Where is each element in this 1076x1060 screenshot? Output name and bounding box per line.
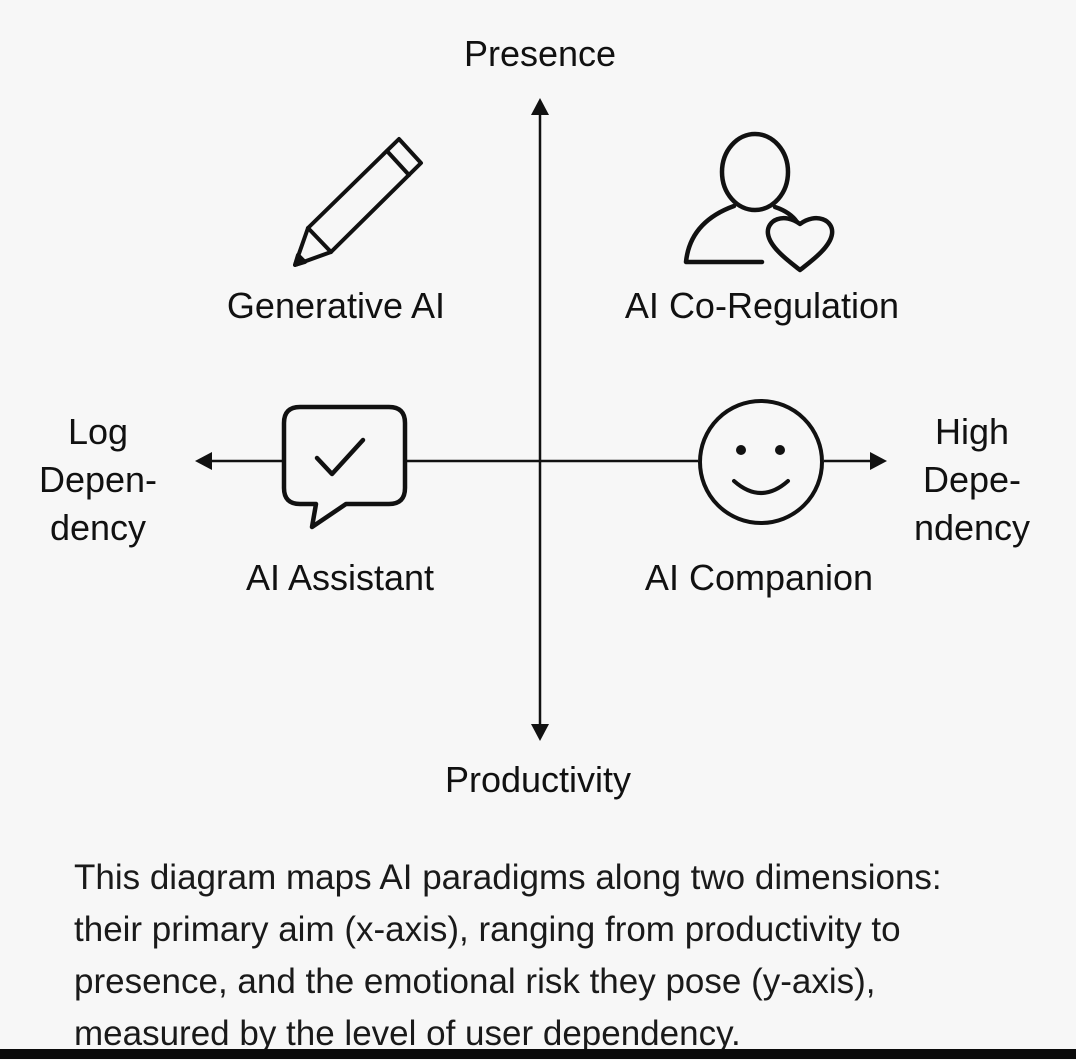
arrow-down-head — [531, 724, 549, 741]
caption-line-1: This diagram maps AI paradigms along two… — [74, 858, 942, 897]
quadrant-label-ai-co-regulation: AI Co-Regulation — [624, 285, 900, 326]
axis-label-bottom: Productivity — [444, 759, 632, 800]
quadrant-label-generative-ai: Generative AI — [226, 285, 446, 326]
caption-line-2: their primary aim (x-axis), ranging from… — [74, 910, 901, 949]
axis-label-left-line-3: dency — [49, 507, 147, 548]
axis-label-right: High Depe- ndency — [914, 408, 1030, 552]
smiley-face-icon — [698, 399, 824, 525]
pencil-icon — [293, 137, 423, 267]
axis-label-top: Presence — [463, 33, 617, 74]
diagram-caption: This diagram maps AI paradigms along two… — [74, 852, 1034, 1060]
axis-label-left-line-1: Log — [67, 411, 129, 452]
axis-label-left-line-2: Depen- — [38, 459, 158, 500]
person-heart-icon — [683, 131, 835, 273]
axis-label-right-line-1: High — [934, 411, 1010, 452]
axis-label-right-line-3: ndency — [913, 507, 1031, 548]
caption-line-3: presence, and the emotional risk they po… — [74, 962, 876, 1001]
axis-label-right-line-2: Depe- — [922, 459, 1022, 500]
bottom-edge-bar — [0, 1049, 1076, 1059]
caption-line-4: measured by the level of user dependency… — [74, 1014, 741, 1053]
arrow-up-head — [531, 98, 549, 115]
arrow-right-head — [870, 452, 887, 470]
quadrant-label-ai-companion: AI Companion — [644, 557, 874, 598]
arrow-left-head — [195, 452, 212, 470]
quadrant-label-ai-assistant: AI Assistant — [245, 557, 435, 598]
speech-bubble-check-icon — [281, 404, 408, 530]
axis-label-left: Log Depen- dency — [39, 408, 157, 552]
